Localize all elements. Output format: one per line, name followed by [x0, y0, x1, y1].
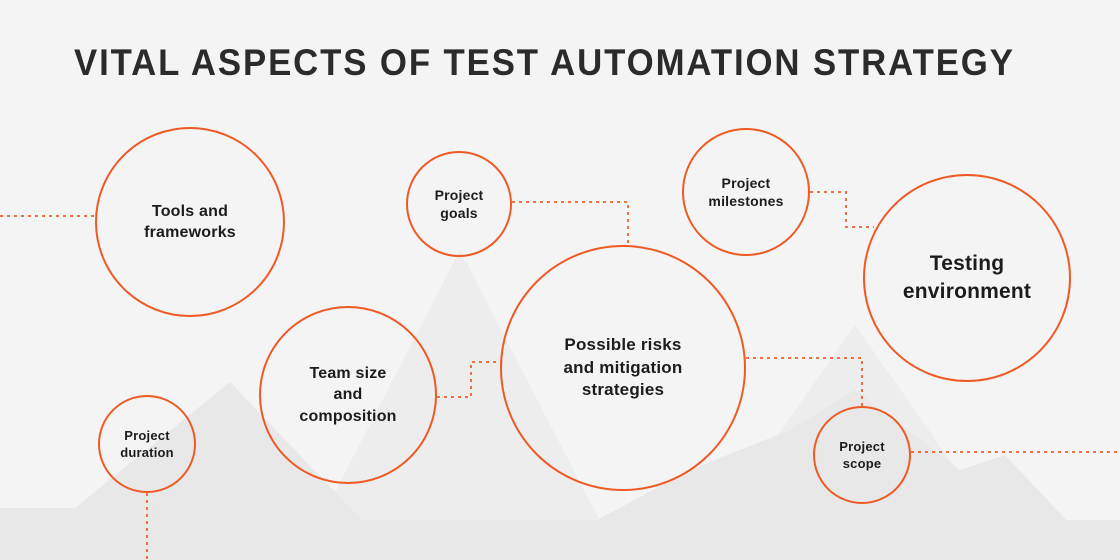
node-possible-risks-and-mitigation-strategies[interactable]: Possible risks and mitigation strategies: [500, 245, 746, 491]
team-size-to-risks: [437, 361, 501, 398]
node-label-testing-environment: Testing environment: [902, 252, 1032, 303]
node-project-milestones[interactable]: Project milestones: [682, 128, 810, 256]
node-label-project-scope: Project scope: [839, 438, 885, 471]
mountain-front-left: [0, 382, 400, 560]
page-title: VITAL ASPECTS OF TEST AUTOMATION STRATEG…: [74, 42, 1015, 83]
project-goals-to-risks: [512, 201, 629, 247]
mountain-back-center: [300, 250, 620, 560]
node-team-size-and-composition[interactable]: Team size and composition: [259, 306, 437, 484]
node-label-tools-and-frameworks: Tools and frameworks: [144, 202, 236, 241]
node-label-possible-risks-and-mitigation-strategies: Possible risks and mitigation strategies: [563, 335, 683, 400]
node-project-goals[interactable]: Project goals: [406, 151, 512, 257]
node-label-project-milestones: Project milestones: [708, 174, 784, 209]
node-project-duration[interactable]: Project duration: [98, 395, 196, 493]
risks-to-project-scope: [746, 357, 863, 406]
node-tools-and-frameworks[interactable]: Tools and frameworks: [95, 127, 285, 317]
node-testing-environment[interactable]: Testing environment: [863, 174, 1071, 382]
milestones-to-testing: [810, 191, 874, 228]
node-project-scope[interactable]: Project scope: [813, 406, 911, 504]
node-label-team-size-and-composition: Team size and composition: [299, 365, 397, 425]
node-label-project-duration: Project duration: [120, 427, 174, 460]
node-label-project-goals: Project goals: [434, 186, 484, 221]
mountain-base: [0, 520, 1120, 560]
